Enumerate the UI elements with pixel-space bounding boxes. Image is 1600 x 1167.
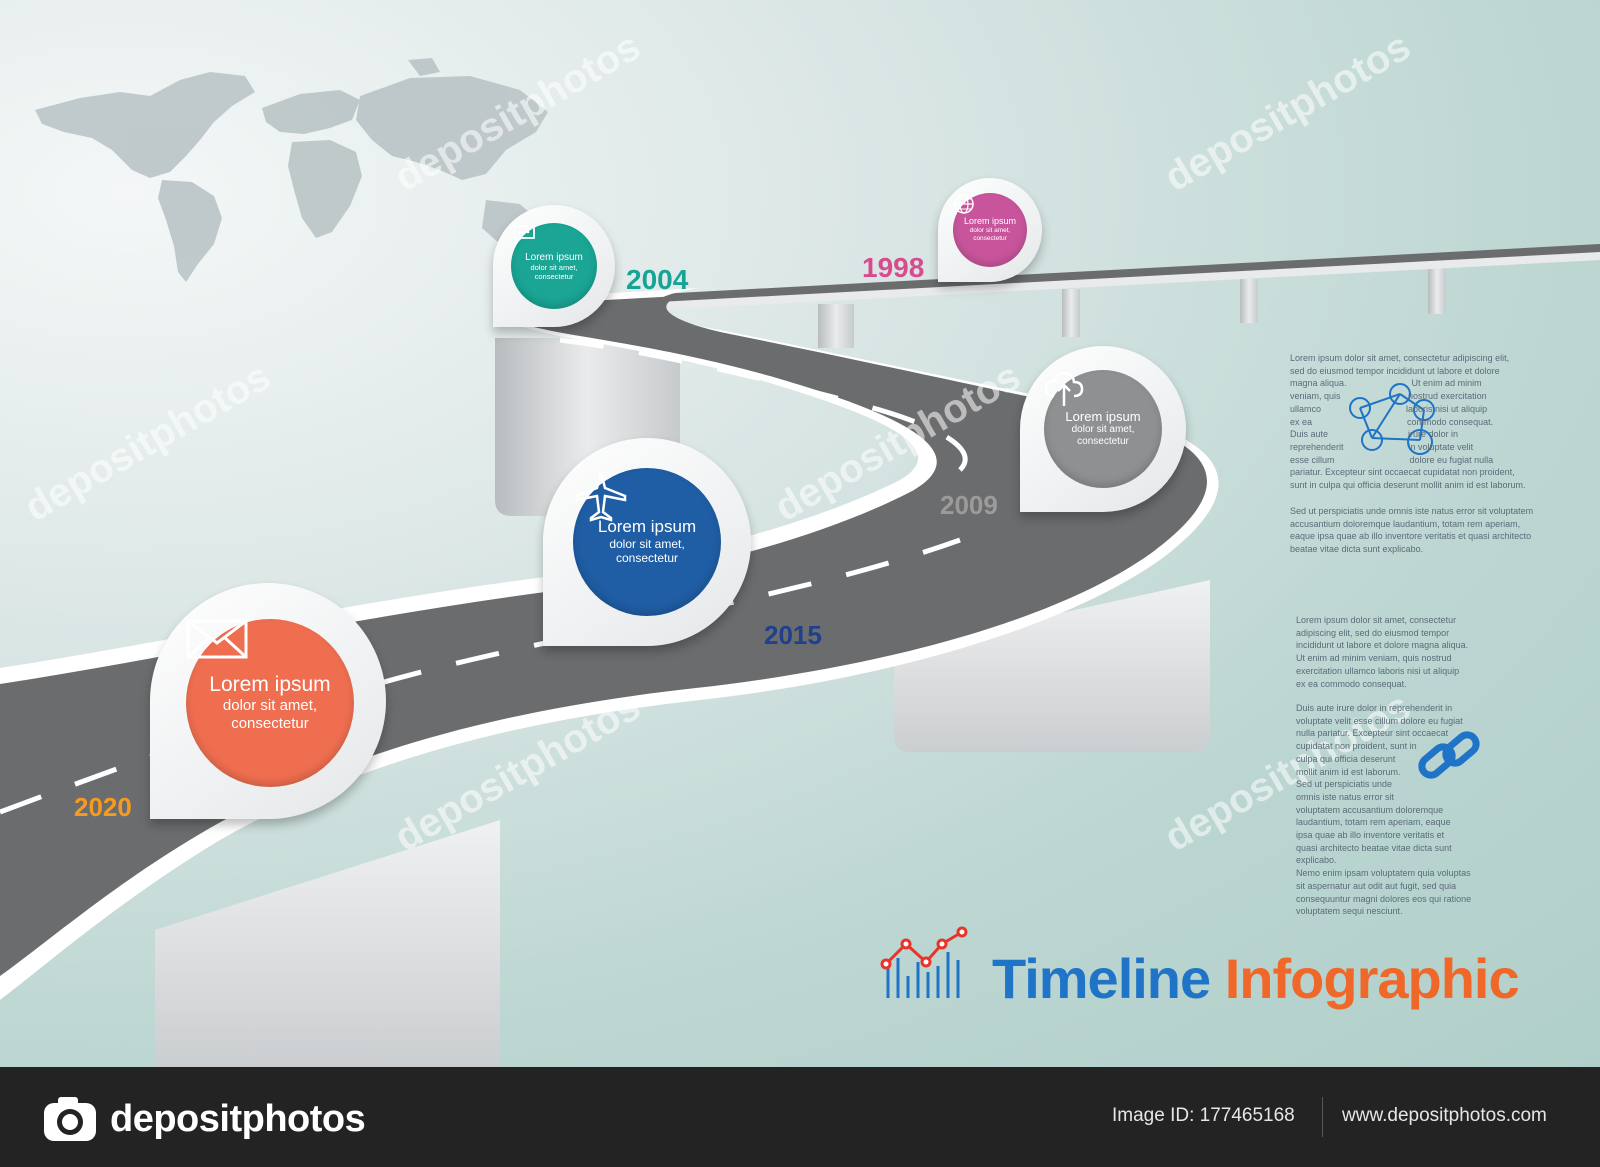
year-label: 2004 bbox=[626, 264, 689, 295]
pin-text: dolor sit amet, bbox=[1071, 424, 1135, 436]
airplane-icon bbox=[575, 471, 627, 522]
text-block: Sed ut perspiciatis unde omnis iste natu… bbox=[1290, 506, 1534, 555]
footer-bar: depositphotos Image ID: 177465168 www.de… bbox=[0, 1067, 1600, 1167]
camera-icon bbox=[44, 1097, 96, 1141]
pin-text: consectetur bbox=[615, 551, 679, 566]
timeline-pin-2020: Lorem ipsum dolor sit amet, consectetur bbox=[150, 583, 386, 819]
far-bridge bbox=[620, 244, 1600, 348]
year-label: 2015 bbox=[764, 620, 822, 650]
pin-text: consectetur bbox=[1077, 436, 1129, 448]
pin-title: Lorem ipsum bbox=[209, 673, 331, 697]
year-label: 2009 bbox=[940, 490, 998, 520]
chart-icon bbox=[880, 926, 968, 998]
year-label: 1998 bbox=[862, 252, 925, 283]
pin-text: dolor sit amet, bbox=[222, 696, 318, 714]
pin-disc: Lorem ipsum dolor sit amet, consectetur bbox=[1044, 370, 1162, 488]
title-word-timeline: Timeline bbox=[992, 947, 1211, 1010]
lane-markings bbox=[0, 337, 968, 815]
timeline-pin-1998: Lorem ipsum dolor sit amet, consectetur bbox=[938, 178, 1042, 282]
chat-bubble-icon bbox=[513, 225, 535, 245]
globe-icon bbox=[954, 194, 974, 214]
bridge-pillar bbox=[155, 820, 500, 1067]
pin-title: Lorem ipsum bbox=[1065, 408, 1141, 424]
infographic-scene: depositphotos depositphotos depositphoto… bbox=[0, 0, 1600, 1067]
pin-title: Lorem ipsum bbox=[963, 216, 1017, 227]
pin-text: consectetur bbox=[534, 271, 574, 281]
pin-disc: Lorem ipsum dolor sit amet, consectetur bbox=[511, 223, 597, 309]
footer-divider bbox=[1322, 1097, 1323, 1137]
text-block: Lorem ipsum dolor sit amet, consectetur … bbox=[1290, 353, 1526, 491]
pin-disc: Lorem ipsum dolor sit amet, consectetur bbox=[573, 468, 721, 616]
footer-url[interactable]: www.depositphotos.com bbox=[1342, 1105, 1547, 1126]
pin-text: dolor sit amet, bbox=[969, 227, 1011, 235]
link-icon bbox=[1418, 731, 1480, 779]
network-icon bbox=[1349, 383, 1435, 455]
brand-logo: depositphotos bbox=[42, 1095, 366, 1143]
timeline-pin-2015: Lorem ipsum dolor sit amet, consectetur bbox=[543, 438, 751, 646]
infographic-title: Timeline Infographic bbox=[992, 946, 1520, 1011]
pin-disc: Lorem ipsum dolor sit amet, consectetur bbox=[953, 193, 1027, 267]
image-id: Image ID: 177465168 bbox=[1112, 1105, 1295, 1126]
brand-name: depositphotos bbox=[110, 1097, 366, 1140]
title-word-infographic: Infographic bbox=[1224, 947, 1520, 1010]
pin-text: dolor sit amet, bbox=[609, 536, 685, 551]
pin-title: Lorem ipsum bbox=[597, 517, 697, 537]
pin-text: consectetur bbox=[231, 714, 309, 732]
world-map-icon bbox=[35, 58, 548, 282]
text-block: Lorem ipsum dolor sit amet, consectetur … bbox=[1296, 615, 1469, 689]
pin-disc: Lorem ipsum dolor sit amet, consectetur bbox=[186, 619, 354, 787]
pin-title: Lorem ipsum bbox=[525, 251, 583, 263]
bridge-pillar bbox=[894, 580, 1210, 752]
timeline-pin-2004: Lorem ipsum dolor sit amet, consectetur bbox=[493, 205, 615, 327]
pin-text: dolor sit amet, bbox=[530, 262, 578, 272]
text-block: Duis aute irure dolor in reprehenderit i… bbox=[1296, 703, 1472, 917]
envelope-icon bbox=[186, 619, 248, 659]
cloud-upload-icon bbox=[1044, 371, 1084, 406]
pin-text: consectetur bbox=[973, 234, 1007, 242]
timeline-pin-2009: Lorem ipsum dolor sit amet, consectetur bbox=[1020, 346, 1186, 512]
year-label: 2020 bbox=[74, 792, 132, 822]
